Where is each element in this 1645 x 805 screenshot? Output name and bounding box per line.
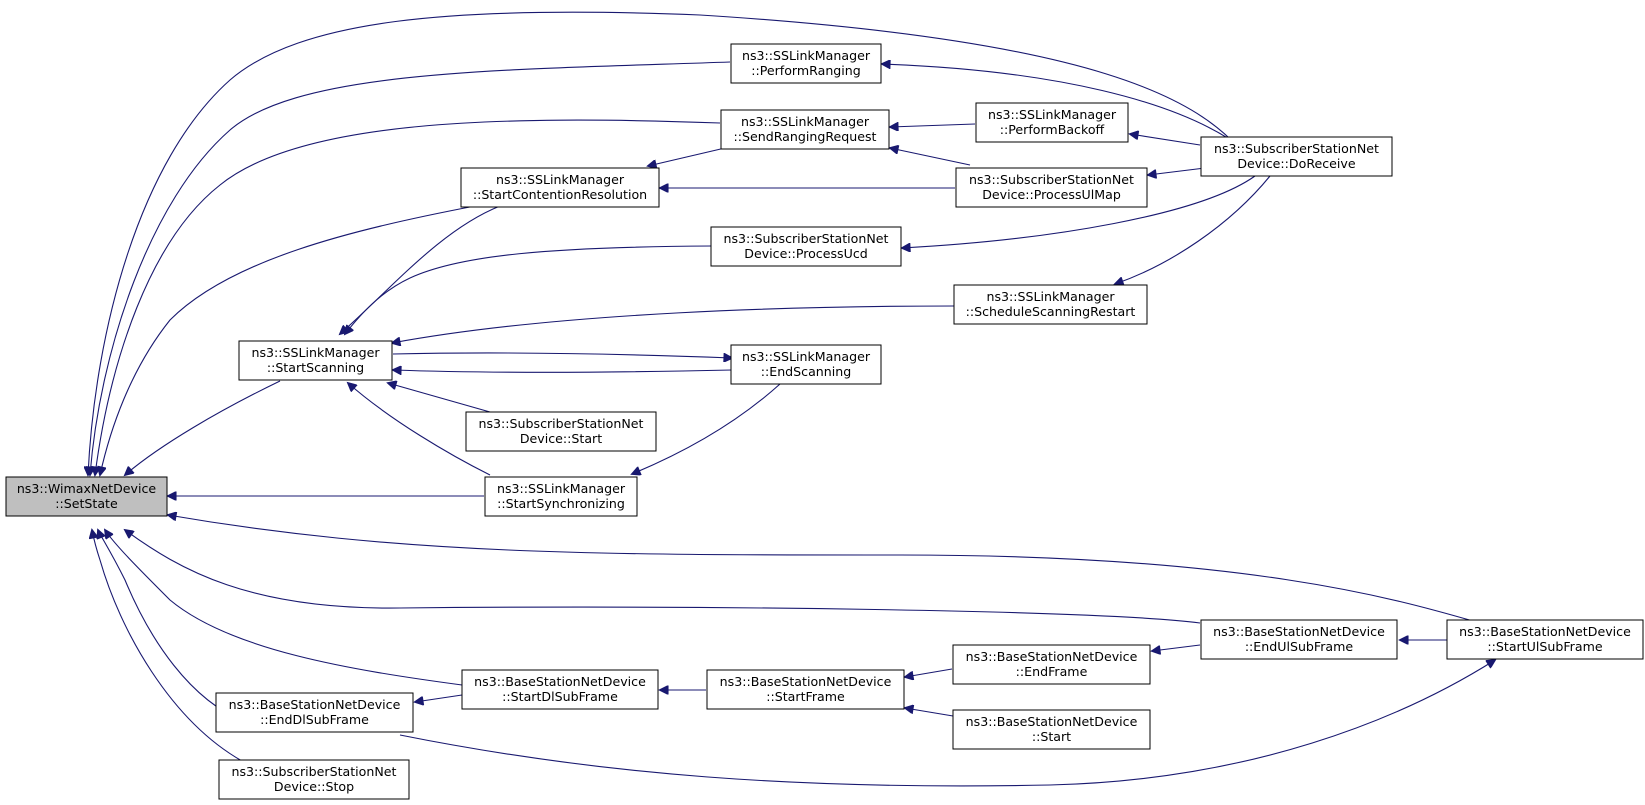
node-line1: ns3::SubscriberStationNet <box>232 764 397 779</box>
node-line2: Device::Start <box>520 431 602 446</box>
edge-ucd-to-scanning <box>345 245 713 334</box>
node-line1: ns3::SSLinkManager <box>986 289 1115 304</box>
edge-scanning-to-setstate <box>125 380 281 475</box>
node-basestation-start[interactable]: ns3::BaseStationNetDevice ::Start <box>952 709 1151 750</box>
node-sslinkmanager-performbackoff[interactable]: ns3::SSLinkManager ::PerformBackoff <box>975 102 1129 143</box>
node-line1: ns3::SSLinkManager <box>497 481 626 496</box>
node-line2: Device::Stop <box>274 779 354 794</box>
node-line2: ::SendRangingRequest <box>733 129 876 144</box>
node-line2: ::StartSynchronizing <box>497 496 625 511</box>
edge-performranging-to-setstate <box>90 61 731 475</box>
edge-doreceive-to-ucd <box>902 175 1256 248</box>
edge-restart-to-scanning <box>392 305 956 343</box>
node-line1: ns3::BaseStationNetDevice <box>1459 624 1631 639</box>
nodes: ns3::WimaxNetDevice ::SetState ns3::SSLi… <box>5 43 1644 800</box>
edge-endul-to-setstate <box>125 530 1201 624</box>
edge-startdl-to-enddl <box>415 694 463 702</box>
edge-ulmap-to-sendranging <box>890 148 971 166</box>
node-line1: ns3::SubscriberStationNet <box>1214 141 1379 156</box>
node-sslinkmanager-startcontentionresolution[interactable]: ns3::SSLinkManager ::StartContentionReso… <box>460 167 660 208</box>
edge-endframe-to-startframe <box>905 668 953 677</box>
node-line1: ns3::WimaxNetDevice <box>17 481 157 496</box>
edge-ssstop-to-setstate <box>92 530 243 762</box>
node-line2: ::StartDlSubFrame <box>502 689 618 704</box>
edge-ssstart-to-scanning <box>388 383 491 413</box>
edge-doreceive-to-restart <box>1115 175 1271 284</box>
node-line2: ::StartUlSubFrame <box>1487 639 1602 654</box>
node-basestation-startframe[interactable]: ns3::BaseStationNetDevice ::StartFrame <box>706 669 905 710</box>
node-line1: ns3::SubscriberStationNet <box>724 231 889 246</box>
node-line2: Device::DoReceive <box>1237 156 1356 171</box>
node-sslinkmanager-sendrangingrequest[interactable]: ns3::SSLinkManager ::SendRangingRequest <box>720 109 890 150</box>
edge-scanning-to-endscanning <box>392 352 732 358</box>
edge-doreceive-to-backoff <box>1130 134 1201 146</box>
node-line1: ns3::BaseStationNetDevice <box>720 674 892 689</box>
edge-endscanning-to-scanning <box>393 370 733 372</box>
edge-contention-to-setstate <box>100 205 476 475</box>
node-line1: ns3::SSLinkManager <box>496 172 625 187</box>
node-subscriberstation-processucd[interactable]: ns3::SubscriberStationNet Device::Proces… <box>710 226 902 267</box>
node-line2: ::StartScanning <box>267 360 364 375</box>
node-wimaxnetdevice-setstate[interactable]: ns3::WimaxNetDevice ::SetState <box>5 476 168 517</box>
edge-enddl-to-startul <box>399 660 1495 787</box>
node-basestation-endulsubframe[interactable]: ns3::BaseStationNetDevice ::EndUlSubFram… <box>1200 619 1398 660</box>
node-subscriberstation-stop[interactable]: ns3::SubscriberStationNet Device::Stop <box>218 759 410 800</box>
edges <box>88 11 1495 787</box>
edge-enddl-to-setstate <box>98 530 246 723</box>
node-line2: ::Start <box>1032 729 1071 744</box>
node-line1: ns3::SSLinkManager <box>251 345 380 360</box>
node-line2: Device::ProcessUlMap <box>982 187 1121 202</box>
node-line1: ns3::SubscriberStationNet <box>969 172 1134 187</box>
edge-endul-to-endframe <box>1152 644 1201 651</box>
node-sslinkmanager-startsynchronizing[interactable]: ns3::SSLinkManager ::StartSynchronizing <box>484 476 638 517</box>
edge-bsstart-to-startframe <box>905 708 954 717</box>
node-line2: ::SetState <box>55 496 118 511</box>
node-line2: Device::ProcessUcd <box>744 246 867 261</box>
node-line1: ns3::SubscriberStationNet <box>479 416 644 431</box>
node-line1: ns3::BaseStationNetDevice <box>966 649 1138 664</box>
edge-sendranging-to-contention <box>648 147 726 166</box>
edge-doreceive-to-performranging <box>882 64 1246 151</box>
node-basestation-startdlsubframe[interactable]: ns3::BaseStationNetDevice ::StartDlSubFr… <box>461 669 659 710</box>
edge-startdl-to-setstate <box>105 530 463 686</box>
node-line1: ns3::SSLinkManager <box>741 114 870 129</box>
node-subscriberstation-start[interactable]: ns3::SubscriberStationNet Device::Start <box>465 411 657 452</box>
node-line1: ns3::SSLinkManager <box>988 107 1117 122</box>
node-line2: ::ScheduleScanningRestart <box>966 304 1136 319</box>
node-line2: ::EndFrame <box>1016 664 1088 679</box>
node-line1: ns3::BaseStationNetDevice <box>1213 624 1385 639</box>
node-line2: ::EndScanning <box>761 364 852 379</box>
node-sslinkmanager-startscanning[interactable]: ns3::SSLinkManager ::StartScanning <box>238 340 393 381</box>
edge-contention-to-scanning <box>340 205 501 334</box>
node-line2: ::EndUlSubFrame <box>1245 639 1354 654</box>
edge-sync-to-scanning <box>348 383 491 476</box>
node-line1: ns3::BaseStationNetDevice <box>966 714 1138 729</box>
edge-endscanning-to-sync <box>632 383 781 474</box>
node-sslinkmanager-endscanning[interactable]: ns3::SSLinkManager ::EndScanning <box>730 344 882 385</box>
node-basestation-startulsubframe[interactable]: ns3::BaseStationNetDevice ::StartUlSubFr… <box>1446 619 1644 660</box>
node-line1: ns3::SSLinkManager <box>742 48 871 63</box>
node-line2: ::StartFrame <box>766 689 845 704</box>
node-subscriberstation-doreceive[interactable]: ns3::SubscriberStationNet Device::DoRece… <box>1200 136 1393 177</box>
node-line2: ::EndDlSubFrame <box>260 712 369 727</box>
node-line1: ns3::SSLinkManager <box>742 349 871 364</box>
node-sslinkmanager-schedulescanningrestart[interactable]: ns3::SSLinkManager ::ScheduleScanningRes… <box>953 284 1148 325</box>
node-basestation-enddlsubframe[interactable]: ns3::BaseStationNetDevice ::EndDlSubFram… <box>215 692 414 733</box>
node-basestation-endframe[interactable]: ns3::BaseStationNetDevice ::EndFrame <box>952 644 1151 685</box>
edge-startul-to-setstate <box>168 515 1481 624</box>
node-sslinkmanager-performranging[interactable]: ns3::SSLinkManager ::PerformRanging <box>730 43 882 84</box>
node-line2: ::StartContentionResolution <box>473 187 647 202</box>
edge-sendranging-to-setstate <box>95 119 721 475</box>
edge-doreceive-to-setstate <box>88 11 1246 475</box>
edge-doreceive-to-ulmap <box>1148 167 1206 175</box>
node-line2: ::PerformBackoff <box>1000 122 1105 137</box>
node-line2: ::PerformRanging <box>751 63 861 78</box>
node-line1: ns3::BaseStationNetDevice <box>474 674 646 689</box>
edge-backoff-to-sendranging <box>890 124 976 127</box>
node-subscriberstation-processulmap[interactable]: ns3::SubscriberStationNet Device::Proces… <box>955 167 1148 208</box>
node-line1: ns3::BaseStationNetDevice <box>229 697 401 712</box>
